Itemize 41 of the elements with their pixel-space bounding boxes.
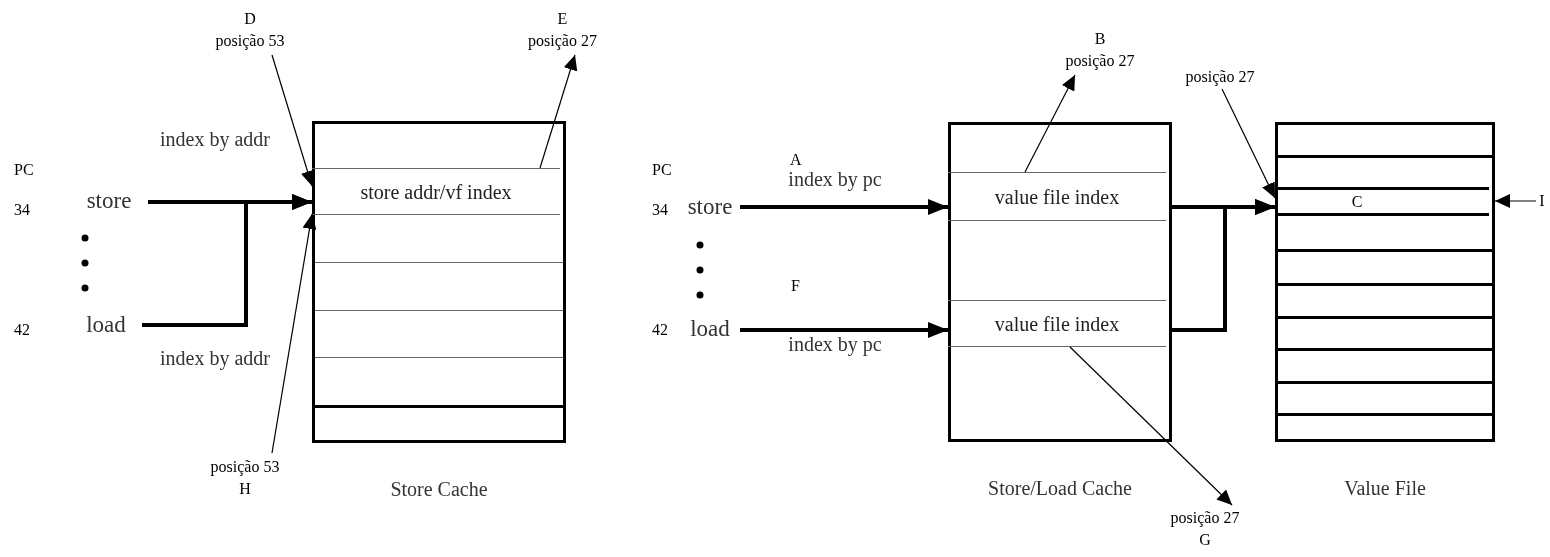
instruction-label: store <box>70 186 148 216</box>
text-label: PC <box>14 160 34 180</box>
callout-label: posição 27 <box>1165 65 1275 89</box>
callout-label: posição 27 G <box>1150 505 1260 553</box>
edge-label: index by pc <box>787 332 883 357</box>
leader-arrow <box>1024 74 1076 173</box>
leader-arrow <box>271 213 317 454</box>
arrow <box>1172 199 1275 332</box>
callout-label: B posição 27 <box>1050 25 1150 75</box>
instruction-label: store <box>680 192 740 222</box>
text-label: 34 <box>14 200 30 220</box>
text-label: 42 <box>14 320 30 340</box>
arrow <box>740 322 948 338</box>
table-caption: Store/Load Cache <box>987 476 1133 501</box>
instruction-label: load <box>680 314 740 344</box>
instruction-label: load <box>70 310 142 340</box>
table-row: value file index <box>948 172 1166 221</box>
table-caption: Value File <box>1343 476 1427 501</box>
table-row: store addr/vf index <box>312 168 560 215</box>
leader-arrow <box>1221 88 1276 199</box>
callout-label: posição 53 H <box>195 453 295 503</box>
arrow <box>740 199 948 215</box>
callout-label: I <box>1536 190 1548 212</box>
leader-arrow <box>271 54 315 187</box>
arrow <box>142 194 312 327</box>
text-label: PC <box>652 160 672 180</box>
callout-label: D posição 53 <box>200 5 300 55</box>
callout-label: E posição 27 <box>520 5 605 55</box>
leader-arrow <box>1494 194 1537 208</box>
edge-label: index by addr <box>159 127 271 152</box>
leader-arrow <box>539 54 578 169</box>
table-caption: Store Cache <box>389 477 489 502</box>
edge-label: index by addr <box>159 346 271 371</box>
table-row: C <box>1275 187 1489 216</box>
leader-arrow <box>1069 346 1233 506</box>
table-row: value file index <box>948 300 1166 347</box>
text-label: 34 <box>652 200 668 220</box>
text-label: F <box>791 276 800 296</box>
edge-label: index by pc <box>787 167 883 192</box>
text-label: 42 <box>652 320 668 340</box>
text-label: A <box>790 150 802 170</box>
